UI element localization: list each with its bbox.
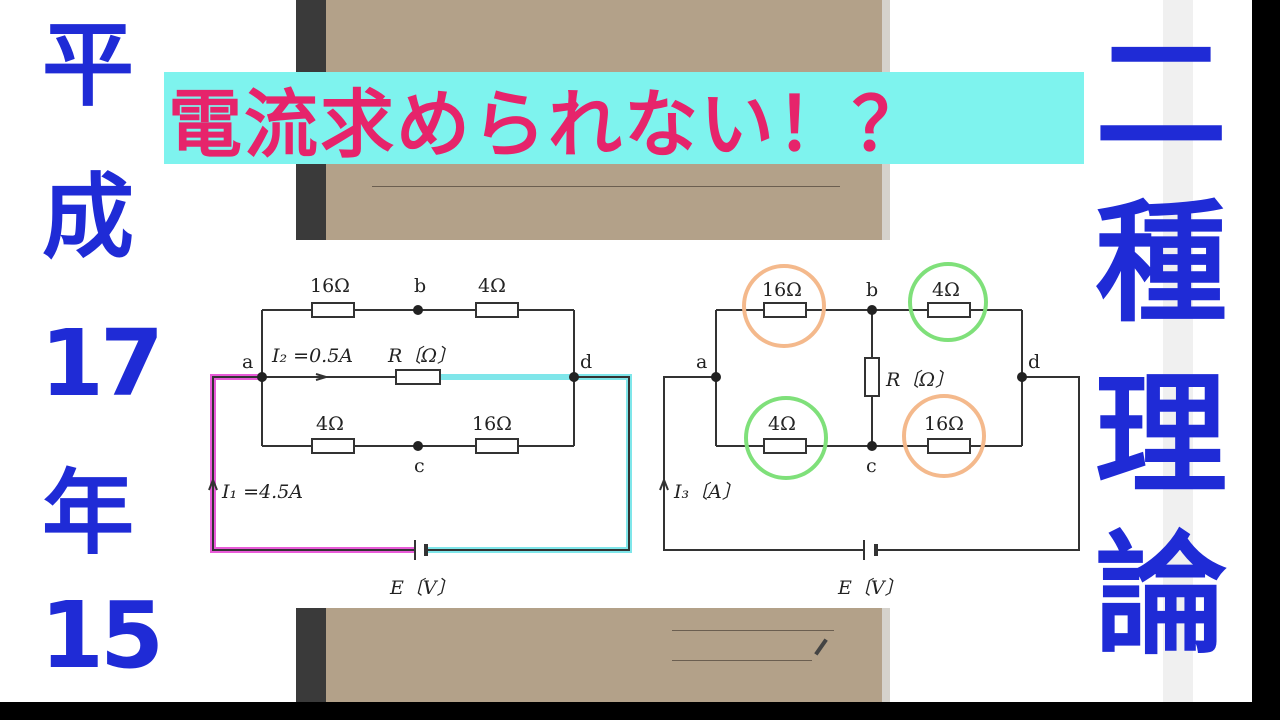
highlight-circle-green bbox=[908, 262, 988, 342]
resistor-r bbox=[864, 357, 880, 397]
node-a bbox=[257, 372, 267, 382]
node-c bbox=[413, 441, 423, 451]
wire-outer-left bbox=[212, 376, 415, 551]
current-arrow-i3 bbox=[659, 477, 669, 491]
resistor-top-left bbox=[763, 302, 807, 318]
notebook-line bbox=[672, 660, 812, 661]
label-top-right-resistor: 4Ω bbox=[478, 275, 506, 297]
path-magenta bbox=[210, 374, 415, 553]
left-title-char: 成 bbox=[42, 164, 135, 271]
label-node-b: b bbox=[866, 279, 878, 301]
node-b bbox=[413, 305, 423, 315]
resistor-bottom-right bbox=[475, 438, 519, 454]
circuit-right bbox=[659, 302, 1080, 560]
highlight-circle-orange bbox=[902, 394, 986, 478]
label-i2: I₂ =0.5A bbox=[271, 345, 353, 367]
resistor-bottom-left bbox=[763, 438, 807, 454]
highlight-circle-green bbox=[744, 396, 828, 480]
label-node-a: a bbox=[696, 351, 707, 373]
label-bottom-right-resistor: 16Ω bbox=[472, 413, 512, 435]
label-node-d: d bbox=[1028, 351, 1040, 373]
label-node-c: c bbox=[866, 455, 877, 477]
title-banner: 電流求められない！？ bbox=[164, 72, 1084, 168]
left-title-char: 年 bbox=[42, 460, 135, 567]
label-node-c: c bbox=[414, 455, 425, 477]
current-arrow-i2 bbox=[315, 373, 330, 381]
left-title-char: 15 bbox=[40, 582, 164, 689]
nodes-left bbox=[257, 305, 579, 451]
resistor-top-right bbox=[927, 302, 971, 318]
right-title-char: 理 bbox=[1095, 359, 1227, 513]
label-top-left-resistor: 16Ω bbox=[762, 279, 802, 301]
highlight-circles bbox=[742, 262, 988, 480]
label-node-a: a bbox=[242, 351, 253, 373]
path-cyan bbox=[426, 374, 632, 553]
node-a bbox=[711, 372, 721, 382]
nodes-right bbox=[711, 305, 1027, 451]
resistor-top-right bbox=[475, 302, 519, 318]
node-d bbox=[569, 372, 579, 382]
node-c bbox=[867, 441, 877, 451]
circuit-left bbox=[208, 302, 632, 560]
circuit-diagrams: 16Ω 4Ω b a d I₂ =0.5A R〔Ω〕 4Ω 16Ω c I₁ =… bbox=[186, 240, 1096, 608]
current-arrow-i1 bbox=[208, 477, 218, 491]
banner-text: 電流求められない！？ bbox=[168, 81, 928, 168]
label-source: E〔V〕 bbox=[389, 577, 456, 599]
label-source: E〔V〕 bbox=[837, 577, 904, 599]
resistor-r bbox=[395, 369, 441, 385]
label-top-left-resistor: 16Ω bbox=[310, 275, 350, 297]
node-b bbox=[867, 305, 877, 315]
label-bottom-right-resistor: 16Ω bbox=[924, 413, 964, 435]
wire-outer-right bbox=[426, 376, 630, 551]
label-node-d: d bbox=[580, 351, 592, 373]
label-bottom-left-resistor: 4Ω bbox=[316, 413, 344, 435]
node-d bbox=[1017, 372, 1027, 382]
left-title-char: 平 bbox=[42, 12, 135, 119]
resistor-bottom-right bbox=[927, 438, 971, 454]
resistor-top-left bbox=[311, 302, 355, 318]
label-node-b: b bbox=[414, 275, 426, 297]
label-bottom-left-resistor: 4Ω bbox=[768, 413, 796, 435]
wire-outer-right bbox=[876, 376, 1080, 551]
right-title-char: 論 bbox=[1095, 519, 1227, 673]
wire-outer-left bbox=[663, 376, 864, 551]
notebook-line bbox=[672, 630, 834, 631]
right-title-char: 二 bbox=[1095, 19, 1227, 173]
label-r: R〔Ω〕 bbox=[885, 369, 954, 391]
side-margin bbox=[1163, 0, 1193, 702]
label-i1: I₁ =4.5A bbox=[221, 481, 303, 503]
label-i3: I₃〔A〕 bbox=[673, 481, 741, 503]
label-r: R〔Ω〕 bbox=[387, 345, 456, 367]
circuit-svg: 16Ω 4Ω b a d I₂ =0.5A R〔Ω〕 4Ω 16Ω c I₁ =… bbox=[208, 262, 1080, 599]
right-title-char: 種 bbox=[1095, 187, 1227, 341]
notebook-line bbox=[372, 186, 840, 187]
label-top-right-resistor: 4Ω bbox=[932, 279, 960, 301]
resistor-bottom-left bbox=[311, 438, 355, 454]
left-title-char: 17 bbox=[40, 310, 164, 417]
highlight-circle-orange bbox=[742, 264, 826, 348]
